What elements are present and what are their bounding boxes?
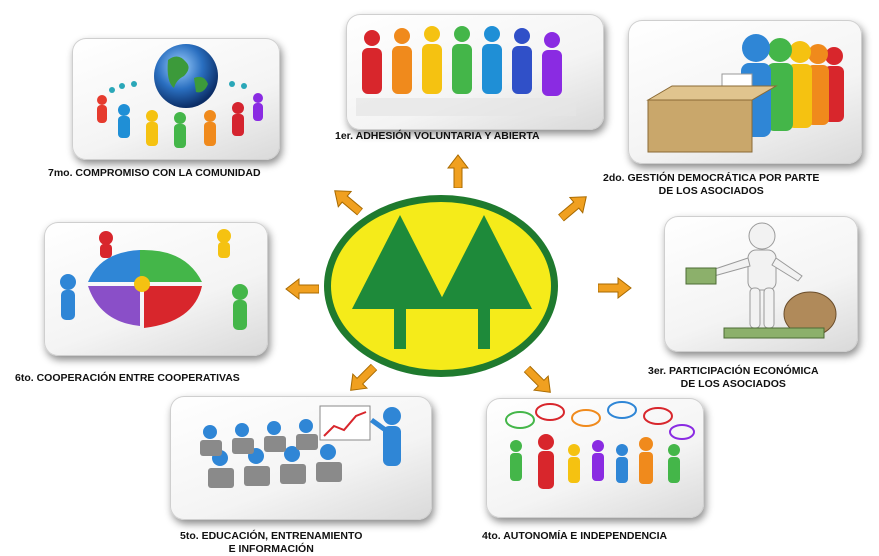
card-education xyxy=(170,396,432,520)
principle-2-line2: DE LOS ASOCIADOS xyxy=(658,185,764,197)
money-illustration xyxy=(685,222,837,339)
principle-3-line1: 3er. PARTICIPACIÓN ECONÓMICA xyxy=(648,365,819,377)
card-democratic-control xyxy=(628,20,862,164)
card-voluntary-membership xyxy=(346,14,604,130)
card-autonomy xyxy=(486,398,704,518)
presenter-icon xyxy=(370,407,401,466)
principle-2-label: 2do. GESTIÓN DEMOCRÁTICA POR PARTE DE LO… xyxy=(603,172,819,198)
globe-icon xyxy=(154,44,218,108)
arrow-to-principle-5 xyxy=(342,359,382,399)
cooperative-emblem xyxy=(322,193,560,379)
crowd xyxy=(510,434,680,489)
arrow-to-principle-4 xyxy=(519,361,559,401)
arrow-to-principle-6 xyxy=(285,277,320,301)
arrow-to-principle-1 xyxy=(446,154,470,189)
principle-7-label: 7mo. COMPROMISO CON LA COMUNIDAD xyxy=(48,167,261,179)
classroom-illustration xyxy=(200,405,401,488)
principle-5-line1: 5to. EDUCACIÓN, ENTRENAMIENTO xyxy=(180,530,363,542)
puzzle-illustration xyxy=(60,229,248,330)
ballot-box-illustration xyxy=(646,34,844,153)
arrow-to-principle-2 xyxy=(554,188,594,227)
card-cooperation xyxy=(44,222,268,356)
principle-2-line1: 2do. GESTIÓN DEMOCRÁTICA POR PARTE xyxy=(603,172,820,184)
people-ring xyxy=(97,81,263,148)
arrow-to-principle-7 xyxy=(327,182,367,221)
principle-5-line2: E INFORMACIÓN xyxy=(228,543,314,555)
principle-1-label: 1er. ADHESIÓN VOLUNTARIA Y ABIERTA xyxy=(335,130,540,142)
twin-pines-icon xyxy=(324,195,558,377)
banknotes-icon xyxy=(685,267,717,285)
speech-people-illustration xyxy=(505,401,695,489)
principle-4-label: 4to. AUTONOMÍA E INDEPENDENCIA xyxy=(482,530,668,542)
community-illustration xyxy=(97,44,263,148)
person-icon xyxy=(711,222,803,329)
principle-6-label: 6to. COOPERACIÓN ENTRE COOPERATIVAS xyxy=(15,372,240,384)
card-community xyxy=(72,38,280,160)
principle-3-label: 3er. PARTICIPACIÓN ECONÓMICA DE LOS ASOC… xyxy=(648,365,819,391)
people-row-illustration xyxy=(356,26,576,116)
puzzle-icon xyxy=(88,250,202,328)
ballot-box-icon xyxy=(647,99,753,153)
chairs xyxy=(200,434,342,488)
principle-3-line2: DE LOS ASOCIADOS xyxy=(680,378,786,390)
presentation-board-icon xyxy=(319,405,371,441)
card-economic-participation xyxy=(664,216,858,352)
speech-bubble-icons xyxy=(505,401,695,440)
arrow-to-principle-3 xyxy=(597,276,632,300)
voters-queue xyxy=(741,34,844,137)
colored-people-row xyxy=(362,26,562,96)
workers xyxy=(60,229,248,330)
principle-5-label: 5to. EDUCACIÓN, ENTRENAMIENTO E INFORMAC… xyxy=(180,530,362,556)
